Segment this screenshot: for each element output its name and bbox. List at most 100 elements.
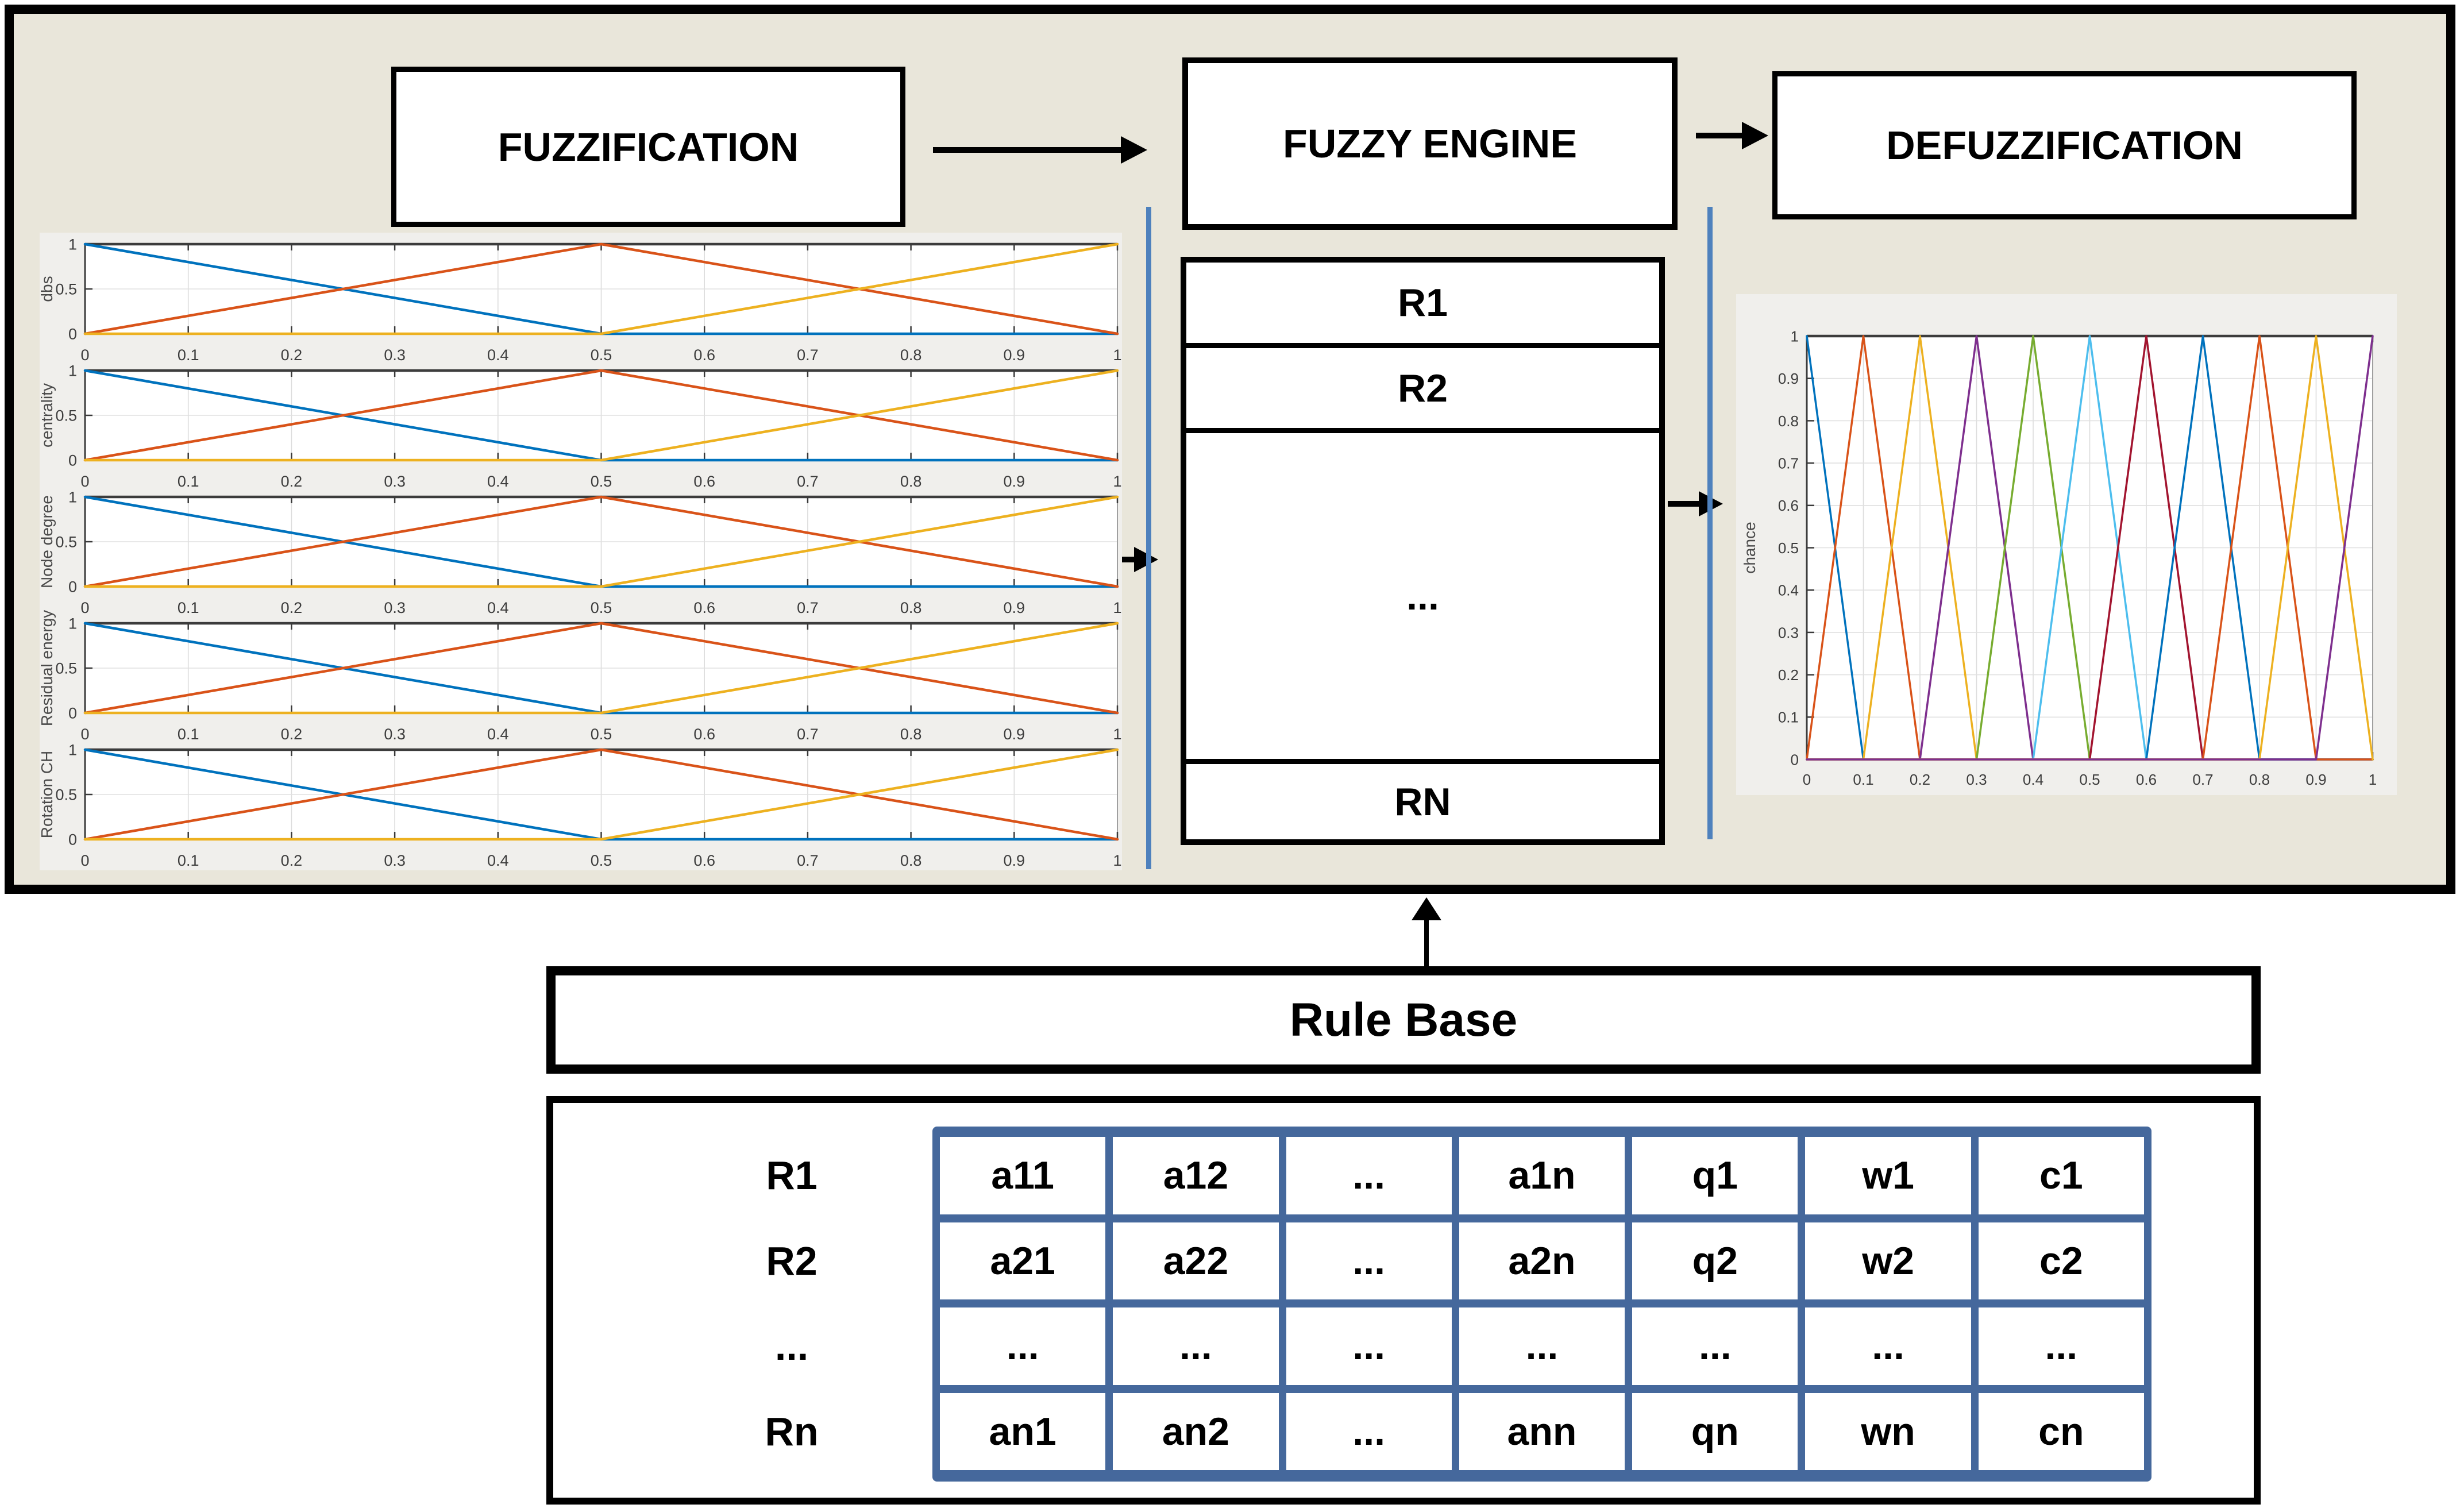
svg-text:1: 1 xyxy=(68,615,77,632)
rule-cell: a22 xyxy=(1113,1222,1279,1299)
svg-text:0: 0 xyxy=(1803,771,1811,788)
rule-row-label: ... xyxy=(1406,574,1439,618)
defuzzification-label: DEFUZZIFICATION xyxy=(1886,123,2243,168)
fuzzification-box: FUZZIFICATION xyxy=(391,67,905,227)
svg-text:1: 1 xyxy=(1113,726,1121,743)
svg-text:0.3: 0.3 xyxy=(1966,771,1987,788)
rule-row-r2: R2 xyxy=(1186,343,1659,428)
rule-base-label: Rule Base xyxy=(1289,993,1518,1046)
svg-text:0.5: 0.5 xyxy=(591,599,612,616)
svg-text:0.6: 0.6 xyxy=(693,599,715,616)
svg-text:0: 0 xyxy=(80,852,89,869)
rule-row-ellipsis: ... xyxy=(1186,428,1659,759)
svg-text:1: 1 xyxy=(1113,473,1121,490)
svg-text:0.1: 0.1 xyxy=(1853,771,1873,788)
rule-cell: a21 xyxy=(940,1222,1106,1299)
rule-row-rn: RN xyxy=(1186,759,1659,839)
svg-text:0.4: 0.4 xyxy=(487,346,509,364)
svg-text:0.5: 0.5 xyxy=(591,346,612,364)
rule-row-label: RN xyxy=(1394,780,1451,824)
svg-text:0: 0 xyxy=(80,473,89,490)
svg-text:0.3: 0.3 xyxy=(384,473,406,490)
svg-text:0.8: 0.8 xyxy=(900,346,922,364)
svg-text:0.1: 0.1 xyxy=(178,726,199,743)
rule-cell: a2n xyxy=(1459,1222,1625,1299)
svg-text:0.5: 0.5 xyxy=(55,534,77,551)
svg-text:0.8: 0.8 xyxy=(900,599,922,616)
svg-text:0.2: 0.2 xyxy=(1778,666,1799,684)
svg-text:0.2: 0.2 xyxy=(281,473,303,490)
svg-text:0.7: 0.7 xyxy=(797,726,819,743)
svg-text:1: 1 xyxy=(2369,771,2377,788)
svg-text:0.7: 0.7 xyxy=(797,599,819,616)
rule-cell: a1n xyxy=(1459,1137,1625,1214)
rule-cell: qn xyxy=(1632,1393,1798,1470)
svg-text:0.5: 0.5 xyxy=(2079,771,2100,788)
rule-cell: ... xyxy=(1978,1307,2144,1385)
svg-text:0.1: 0.1 xyxy=(178,473,199,490)
svg-text:0.2: 0.2 xyxy=(1910,771,1930,788)
rule-cell: ... xyxy=(1286,1137,1452,1214)
rule-cell: an1 xyxy=(940,1393,1106,1470)
rule-cell: wn xyxy=(1805,1393,1971,1470)
svg-text:0.4: 0.4 xyxy=(487,473,509,490)
svg-text:centrality: centrality xyxy=(40,383,56,448)
svg-text:0.1: 0.1 xyxy=(178,599,199,616)
svg-text:0.4: 0.4 xyxy=(487,726,509,743)
svg-text:0.7: 0.7 xyxy=(1778,454,1799,472)
rule-cell: a12 xyxy=(1113,1137,1279,1214)
svg-text:0: 0 xyxy=(80,346,89,364)
fuzzification-label: FUZZIFICATION xyxy=(498,124,799,169)
rule-cell: ... xyxy=(1632,1307,1798,1385)
svg-text:1: 1 xyxy=(68,236,77,253)
guide-line-left xyxy=(1146,207,1151,869)
rule-cell: w1 xyxy=(1805,1137,1971,1214)
svg-text:0.8: 0.8 xyxy=(1778,412,1799,430)
svg-text:0.2: 0.2 xyxy=(281,852,303,869)
guide-line-right xyxy=(1707,207,1713,839)
svg-text:0: 0 xyxy=(68,578,77,596)
svg-text:0: 0 xyxy=(68,831,77,848)
rule-cell: c1 xyxy=(1978,1137,2144,1214)
svg-text:0.9: 0.9 xyxy=(2305,771,2326,788)
svg-text:0: 0 xyxy=(68,705,77,722)
rule-row-label: R1 xyxy=(1398,281,1448,325)
svg-text:0.5: 0.5 xyxy=(591,852,612,869)
svg-text:0: 0 xyxy=(68,326,77,343)
svg-text:0.7: 0.7 xyxy=(797,852,819,869)
svg-text:0.8: 0.8 xyxy=(900,726,922,743)
svg-text:0: 0 xyxy=(80,599,89,616)
rule-base-box: Rule Base xyxy=(546,966,2261,1074)
rules-stack: R1 R2 ... RN xyxy=(1181,257,1665,845)
svg-text:0.3: 0.3 xyxy=(1778,624,1799,641)
rule-row-r1: R1 xyxy=(1186,263,1659,343)
fuzzy-engine-box: FUZZY ENGINE xyxy=(1182,57,1678,230)
svg-text:0.4: 0.4 xyxy=(2023,771,2043,788)
fuzzy-engine-label: FUZZY ENGINE xyxy=(1282,121,1578,166)
svg-text:1: 1 xyxy=(1113,346,1121,364)
svg-text:0.1: 0.1 xyxy=(178,852,199,869)
svg-text:0.4: 0.4 xyxy=(1778,582,1799,599)
svg-text:0.4: 0.4 xyxy=(487,852,509,869)
svg-text:0.3: 0.3 xyxy=(384,852,406,869)
rule-cell: an2 xyxy=(1113,1393,1279,1470)
rule-cell: q2 xyxy=(1632,1222,1798,1299)
svg-text:0.5: 0.5 xyxy=(55,407,77,425)
svg-text:chance: chance xyxy=(1741,522,1759,573)
svg-text:0.2: 0.2 xyxy=(281,346,303,364)
svg-text:1: 1 xyxy=(68,489,77,506)
svg-text:0.2: 0.2 xyxy=(281,726,303,743)
svg-text:0.5: 0.5 xyxy=(55,660,77,677)
svg-text:0.9: 0.9 xyxy=(1004,473,1025,490)
rule-table-row-label: R1 xyxy=(766,1153,818,1198)
rule-table-row-label: R2 xyxy=(766,1238,818,1283)
svg-text:1: 1 xyxy=(68,742,77,759)
svg-text:0.5: 0.5 xyxy=(55,281,77,298)
rule-cell: ... xyxy=(1286,1222,1452,1299)
rule-cell: ... xyxy=(1113,1307,1279,1385)
svg-text:0.5: 0.5 xyxy=(591,473,612,490)
